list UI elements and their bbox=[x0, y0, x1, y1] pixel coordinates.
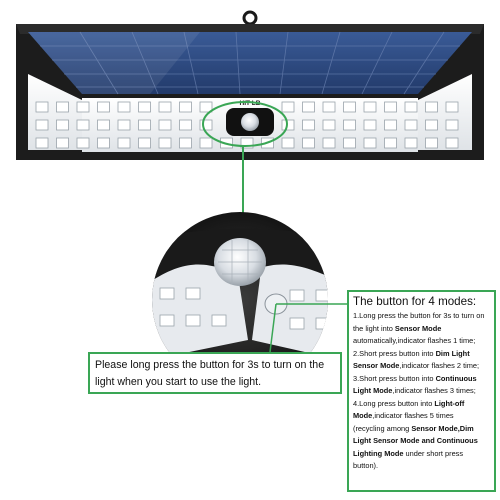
led-chip bbox=[97, 137, 110, 149]
led-chip bbox=[363, 101, 377, 113]
mode-text: 2.Short press button into bbox=[353, 348, 436, 358]
mode-item: 1.Long press the button for 3s to turn o… bbox=[353, 310, 490, 348]
led-chip bbox=[302, 137, 315, 149]
mode-text: ,indicator flashes 2 time; bbox=[399, 361, 480, 370]
led-chip bbox=[199, 101, 213, 113]
led-chip bbox=[384, 101, 397, 113]
led-grid bbox=[35, 101, 459, 149]
led-chip bbox=[322, 137, 336, 149]
mode-item: 3.Short press button into Continuous Lig… bbox=[353, 373, 490, 398]
led-chip bbox=[179, 137, 192, 149]
mode-text: 4.Long press button into bbox=[353, 398, 435, 408]
led-chip bbox=[158, 101, 172, 113]
sensor-zoom-detail bbox=[152, 212, 328, 388]
led-chip bbox=[56, 137, 69, 149]
led-chip bbox=[384, 137, 397, 149]
led-chip bbox=[76, 119, 90, 131]
led-chip bbox=[281, 119, 295, 131]
led-chip bbox=[302, 101, 315, 113]
mode-item: 4.Long press button into Light-off Mode,… bbox=[353, 398, 490, 423]
led-chip bbox=[117, 137, 131, 149]
led-chip bbox=[240, 137, 254, 149]
led-chip bbox=[445, 119, 459, 131]
led-chip bbox=[343, 137, 356, 149]
led-chip bbox=[56, 101, 69, 113]
mode-name: Continuous Light Mode bbox=[353, 373, 477, 396]
led-chip bbox=[425, 101, 438, 113]
mode-text: ,indicator flashes 3 times; bbox=[392, 386, 476, 395]
highlight-circle bbox=[202, 101, 288, 147]
mode-name: Dim Light Sensor Mode bbox=[353, 348, 470, 371]
led-chip bbox=[138, 101, 151, 113]
led-panel bbox=[28, 74, 472, 152]
button-modes-callout: The button for 4 modes: 1.Long press the… bbox=[347, 290, 496, 492]
led-chip bbox=[97, 119, 110, 131]
mode-text: ,indicator flashes 5 times bbox=[372, 411, 454, 420]
led-chip bbox=[404, 119, 418, 131]
led-chip bbox=[35, 137, 49, 149]
mode-item: 2.Short press button into Dim Light Sens… bbox=[353, 348, 490, 373]
led-chip bbox=[199, 137, 213, 149]
led-chip bbox=[56, 119, 69, 131]
mode-name: Light-off Mode bbox=[353, 398, 465, 421]
led-chip bbox=[302, 119, 315, 131]
led-chip bbox=[199, 119, 213, 131]
callout-pointers bbox=[269, 303, 347, 353]
led-chip bbox=[384, 119, 397, 131]
led-chip bbox=[343, 119, 356, 131]
mode-text: 1.Long press the button for 3s to turn o… bbox=[353, 311, 485, 333]
led-chip bbox=[138, 137, 151, 149]
mode-name: Sensor Mode,Dim Light Sensor Mode and Co… bbox=[353, 423, 478, 458]
brand-label: HIT LB bbox=[240, 100, 261, 107]
led-chip bbox=[76, 137, 90, 149]
mode-item: (recycling among Sensor Mode,Dim Light S… bbox=[353, 423, 490, 473]
button-modes-list: 1.Long press the button for 3s to turn o… bbox=[353, 310, 490, 473]
mode-text: under short press button). bbox=[353, 448, 464, 471]
led-chip bbox=[76, 101, 90, 113]
solar-panel bbox=[28, 31, 472, 95]
led-chip bbox=[158, 137, 172, 149]
pir-sensor: HIT LB bbox=[226, 100, 274, 136]
led-chip bbox=[158, 119, 172, 131]
button-modes-title: The button for 4 modes: bbox=[353, 295, 477, 308]
led-chip bbox=[363, 119, 377, 131]
led-chip bbox=[138, 119, 151, 131]
led-chip bbox=[117, 101, 131, 113]
led-chip bbox=[97, 101, 110, 113]
led-chip bbox=[343, 101, 356, 113]
mode-text: 3.Short press button into bbox=[353, 373, 436, 383]
led-chip bbox=[445, 101, 459, 113]
mode-text: automatically,indicator flashes 1 time; bbox=[353, 336, 476, 345]
led-chip bbox=[425, 137, 438, 149]
mode-name: Sensor Mode bbox=[394, 323, 442, 333]
led-chip bbox=[281, 137, 295, 149]
led-chip bbox=[179, 101, 192, 113]
led-chip bbox=[445, 137, 459, 149]
led-chip bbox=[35, 119, 49, 131]
mode-text: (recycling among bbox=[353, 423, 412, 433]
led-chip bbox=[404, 101, 418, 113]
led-chip bbox=[35, 101, 49, 113]
led-chip bbox=[117, 119, 131, 131]
usage-instruction-text: Please long press the button for 3s to t… bbox=[95, 359, 325, 388]
usage-instruction-callout: Please long press the button for 3s to t… bbox=[88, 352, 342, 394]
led-chip bbox=[322, 101, 336, 113]
led-chip bbox=[363, 137, 377, 149]
led-chip bbox=[281, 101, 295, 113]
led-chip bbox=[322, 119, 336, 131]
led-chip bbox=[179, 119, 192, 131]
led-chip bbox=[425, 119, 438, 131]
led-chip bbox=[404, 137, 418, 149]
